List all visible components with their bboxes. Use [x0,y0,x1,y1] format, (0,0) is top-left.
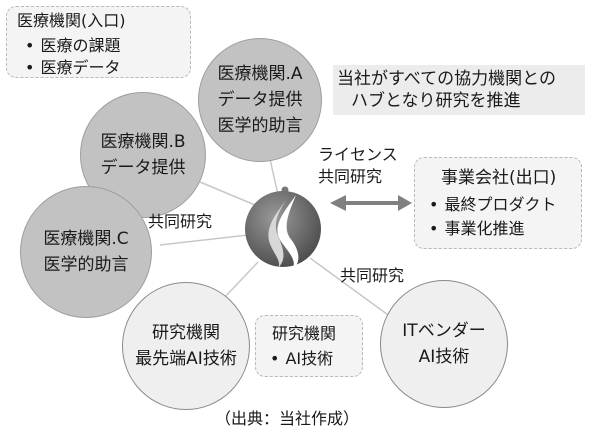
joint-research-right-label: 共同研究 [340,266,405,285]
exit-box-item: 事業化推進 [429,216,524,241]
research-circle-tech: 最先端AI技術 [135,349,237,369]
license-label-line1: ライセンス [318,145,398,164]
license-label-line2: 共同研究 [318,167,383,186]
license-double-arrow [330,195,412,211]
hospital-a-name: 医療機関.A [217,64,303,84]
source-caption: （出典：当社作成） [215,409,360,428]
hospital-a-role-2: 医学的助言 [217,116,303,136]
hub-note-line2: ハブとなり研究を推進 [351,91,521,111]
entry-box-title: 医療機関(入口) [17,11,126,30]
hospital-c-role: 医学的助言 [43,255,129,275]
hospital-b-role: データ提供 [100,158,186,178]
connector-hospital-b [199,181,256,206]
exit-box-title: 事業会社(出口) [441,168,557,188]
connector-hospital-c [159,234,249,246]
hub-swirl-shade [268,200,286,268]
entry-box-item: 医療の課題 [25,33,120,58]
hospital-c-circle: 医療機関.C 医学的助言 [20,186,152,318]
hospital-a-role-1: データ提供 [217,90,303,110]
exit-box-item: 最終プロダクト [429,192,556,217]
research-box: 研究機関 AI技術 [255,315,363,377]
entry-box: 医療機関(入口) 医療の課題 医療データ [6,6,191,78]
research-circle: 研究機関 最先端AI技術 [122,282,250,410]
joint-research-left-label: 共同研究 [148,212,213,231]
hub-note: 当社がすべての協力機関との ハブとなり研究を推進 [333,65,585,115]
hospital-c-name: 医療機関.C [43,229,129,249]
connector-research [221,261,259,301]
hospital-b-name: 医療機関.B [100,132,186,152]
research-box-item: AI技術 [270,346,333,371]
research-box-title: 研究機関 [272,324,337,343]
hospital-a-circle: 医療機関.A データ提供 医学的助言 [198,38,322,162]
research-circle-name: 研究機関 [152,323,220,343]
it-vendor-tech: AI技術 [418,347,470,367]
connector-it-vendor [309,257,396,321]
hub-swirl-light [277,195,299,272]
entry-box-item: 医療データ [25,55,120,80]
it-vendor-circle: ITベンダー AI技術 [380,280,508,408]
exit-box: 事業会社(出口) 最終プロダクト 事業化推進 [414,157,582,249]
it-vendor-name: ITベンダー [402,321,486,341]
hub-note-line1: 当社がすべての協力機関との [337,69,556,89]
